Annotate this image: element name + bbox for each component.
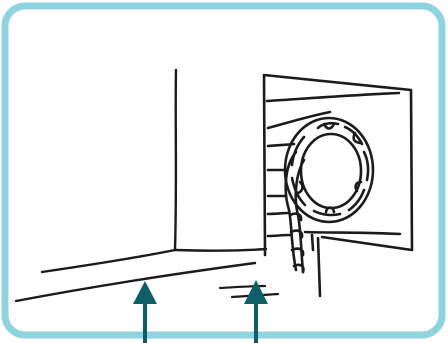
floor-edge-front bbox=[16, 263, 255, 301]
reel-bead-a bbox=[324, 124, 334, 129]
cabinet-side-post bbox=[318, 238, 320, 296]
hanging-cable bbox=[286, 152, 296, 270]
reel-segment-3 bbox=[364, 152, 368, 180]
cabinet-shelf-line bbox=[305, 232, 400, 234]
left-arrow-head bbox=[133, 281, 157, 304]
room-corner bbox=[16, 70, 266, 301]
cabinet-inner-line-5 bbox=[268, 213, 288, 214]
floor-edge-left bbox=[42, 250, 175, 272]
cabinet-inner-line-6 bbox=[268, 235, 290, 236]
cable-reel-icon bbox=[285, 118, 373, 272]
cabinet-inner-top bbox=[267, 93, 399, 101]
frame-border bbox=[5, 6, 442, 335]
reel-bead-d bbox=[326, 208, 334, 213]
reel-inner-ring bbox=[301, 134, 361, 208]
right-arrow-head bbox=[244, 280, 268, 304]
reel-bead-e bbox=[298, 182, 302, 193]
cabinet-side-post-2 bbox=[312, 235, 313, 250]
wall-corner-line bbox=[175, 70, 176, 250]
wall-base-line bbox=[175, 249, 266, 251]
